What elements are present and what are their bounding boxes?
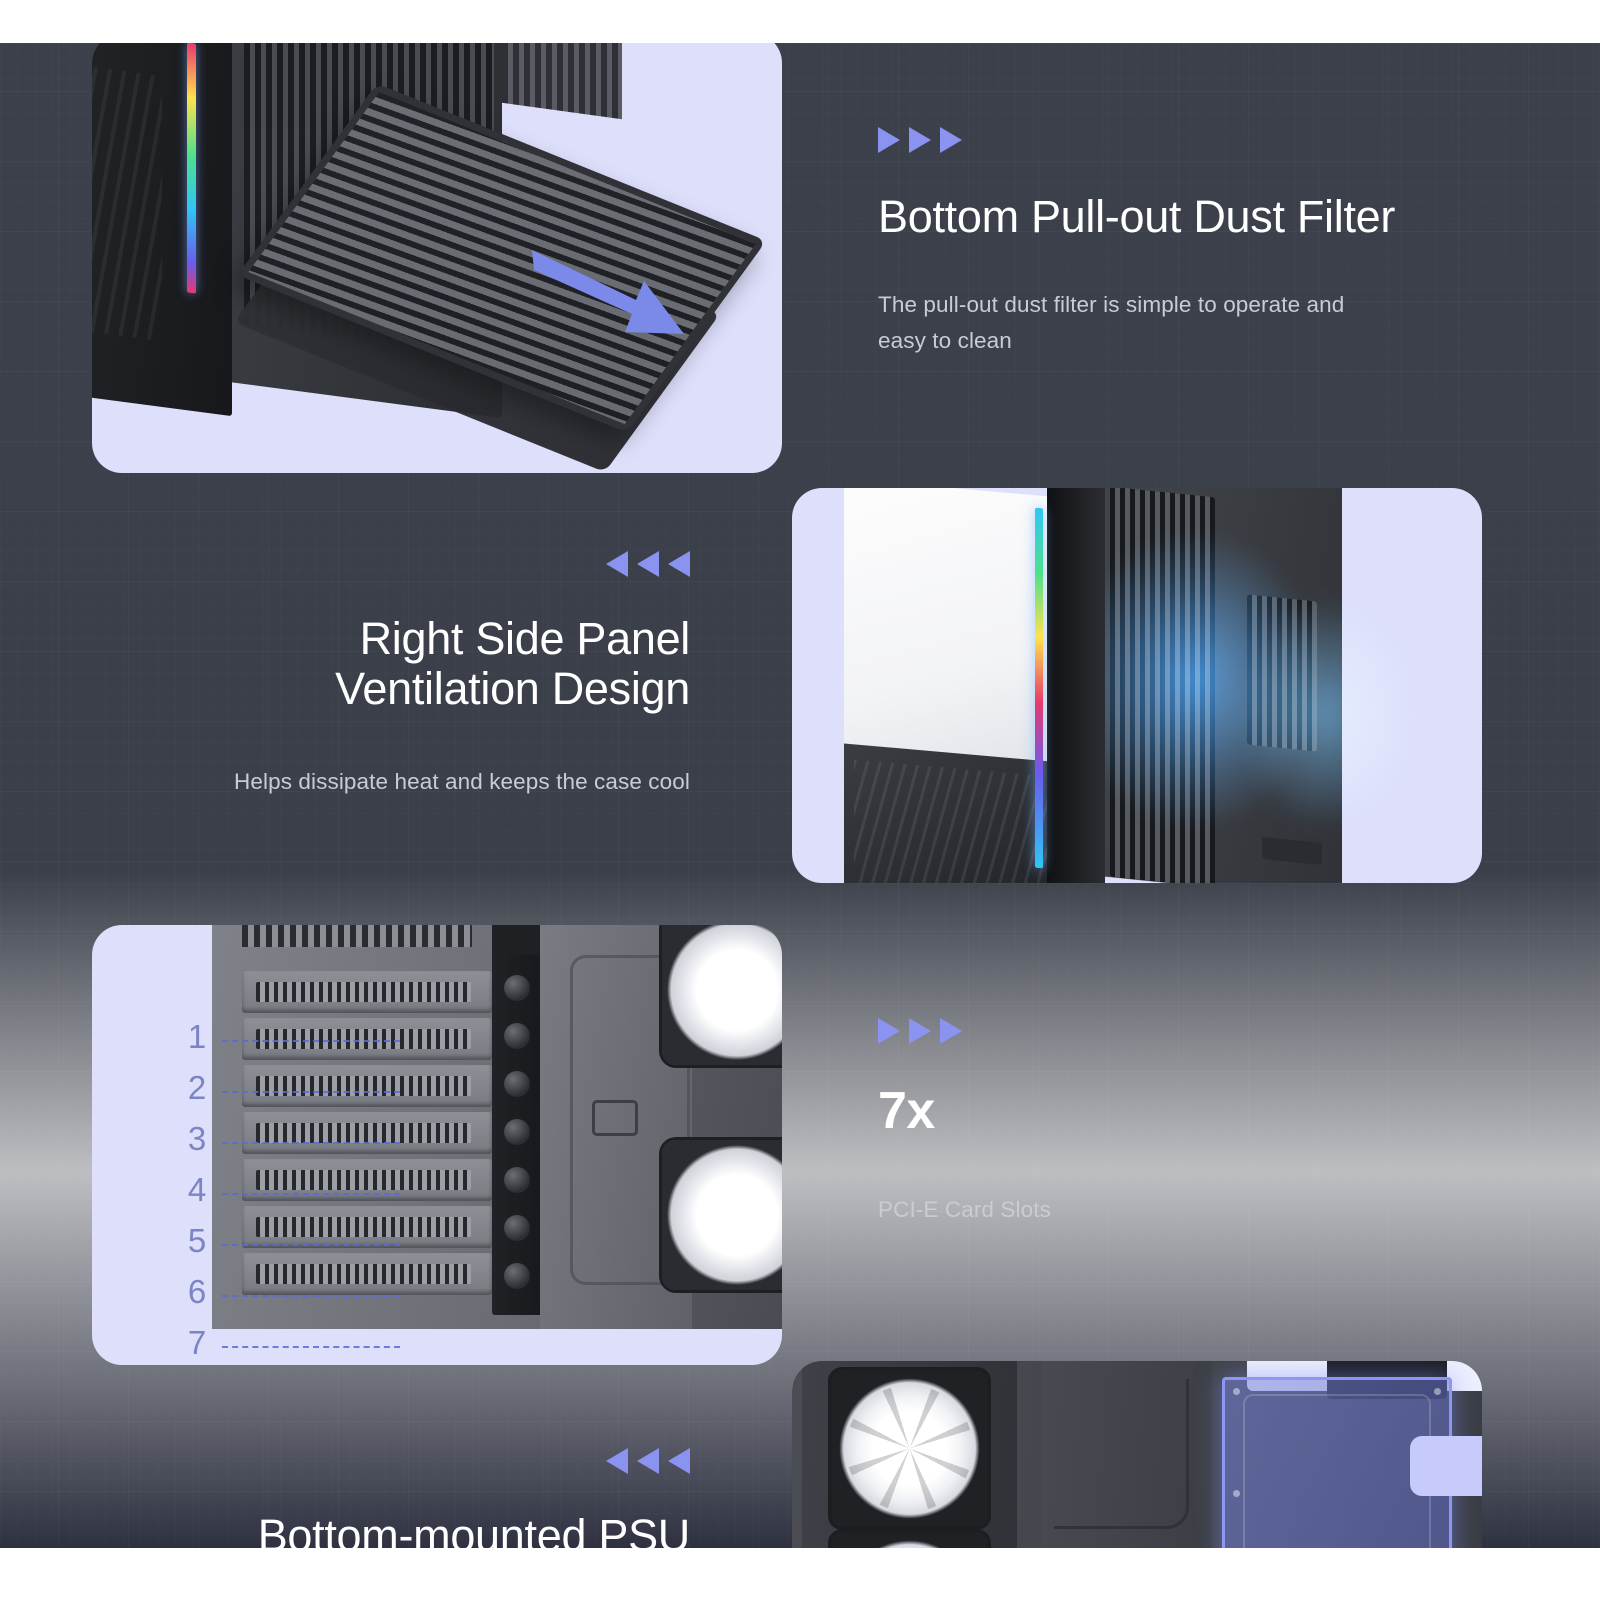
top-white-margin bbox=[0, 0, 1600, 43]
pci-slot-cover bbox=[242, 1112, 492, 1154]
section-headline: Bottom Pull-out Dust Filter bbox=[878, 191, 1396, 242]
callout-leader-line bbox=[222, 1142, 400, 1144]
arrow-cluster-right bbox=[878, 127, 1478, 153]
image-card-pci-slots: MADE IN CHINA bbox=[92, 925, 782, 1365]
callout-number: 2 bbox=[187, 1069, 207, 1106]
pci-slot-cover bbox=[242, 971, 492, 1013]
callout-number: 4 bbox=[187, 1171, 207, 1208]
triangle-left-icon bbox=[637, 1448, 659, 1474]
arrow-cluster-left bbox=[178, 1448, 690, 1474]
text-block-bottom-psu: Bottom-mounted PSU bbox=[178, 1448, 690, 1548]
pci-slot-cover bbox=[242, 1018, 492, 1060]
text-block-pci-slots: 7x PCI-E Card Slots bbox=[878, 1018, 1438, 1228]
triangle-right-icon bbox=[940, 127, 962, 153]
triangle-left-icon bbox=[637, 551, 659, 577]
callout-leader-line bbox=[222, 1346, 400, 1348]
bottom-white-margin bbox=[0, 1548, 1600, 1600]
callout-leader-line bbox=[222, 1040, 400, 1042]
section-headline: 7x bbox=[878, 1082, 935, 1140]
callout-number: 1 bbox=[187, 1018, 207, 1055]
dust-filter-illustration bbox=[92, 43, 782, 473]
triangle-right-icon bbox=[878, 127, 900, 153]
slot-retention-bracket bbox=[492, 955, 542, 1315]
triangle-right-icon bbox=[909, 1018, 931, 1044]
section-body: PCI-E Card Slots bbox=[878, 1197, 1051, 1223]
image-card-side-ventilation bbox=[792, 488, 1482, 883]
bottom-psu-illustration bbox=[792, 1361, 1482, 1548]
image-card-dust-filter bbox=[92, 43, 782, 473]
airflow-glow bbox=[1222, 548, 1482, 878]
pci-slot-stack bbox=[242, 971, 492, 1301]
psu-mount-highlight bbox=[1222, 1377, 1482, 1548]
triangle-right-icon bbox=[940, 1018, 962, 1044]
callout-number: 6 bbox=[187, 1273, 207, 1310]
section-body: Helps dissipate heat and keeps the case … bbox=[234, 768, 690, 794]
text-block-side-ventilation: Right Side Panel Ventilation Design Help… bbox=[178, 551, 690, 800]
side-vent-illustration bbox=[792, 488, 1482, 883]
triangle-left-icon bbox=[668, 1448, 690, 1474]
pci-slot-cover bbox=[242, 1253, 492, 1295]
section-headline: Right Side Panel Ventilation Design bbox=[335, 613, 690, 715]
section-headline: Bottom-mounted PSU bbox=[257, 1510, 691, 1548]
case-fan bbox=[662, 925, 782, 1065]
callout-leader-line bbox=[222, 1295, 400, 1297]
callout-number: 7 bbox=[187, 1324, 207, 1361]
text-block-dust-filter: Bottom Pull-out Dust Filter The pull-out… bbox=[878, 127, 1478, 359]
callout-leader-line bbox=[222, 1244, 400, 1246]
callout-leader-line bbox=[222, 1193, 400, 1195]
case-fan bbox=[832, 1371, 987, 1526]
case-fan bbox=[662, 1140, 782, 1290]
callout-leader-line bbox=[222, 1091, 400, 1093]
arrow-cluster-right bbox=[878, 1018, 1438, 1044]
callout-number: 3 bbox=[187, 1120, 207, 1157]
triangle-left-icon bbox=[668, 551, 690, 577]
pci-slot-cover bbox=[242, 1206, 492, 1248]
triangle-left-icon bbox=[606, 1448, 628, 1474]
triangle-right-icon bbox=[878, 1018, 900, 1044]
rgb-light-strip bbox=[187, 43, 196, 294]
image-card-bottom-psu bbox=[792, 1361, 1482, 1548]
pci-slots-illustration: MADE IN CHINA bbox=[92, 925, 782, 1365]
dark-textured-panel: Bottom Pull-out Dust Filter The pull-out… bbox=[0, 43, 1600, 1548]
case-fan bbox=[832, 1533, 987, 1548]
arrow-cluster-left bbox=[178, 551, 690, 577]
pci-slot-cover bbox=[242, 1065, 492, 1107]
pull-direction-arrow bbox=[532, 250, 684, 334]
rgb-light-strip bbox=[1035, 507, 1043, 869]
triangle-right-icon bbox=[909, 127, 931, 153]
section-body: The pull-out dust filter is simple to op… bbox=[878, 292, 1345, 354]
triangle-left-icon bbox=[606, 551, 628, 577]
callout-number: 5 bbox=[187, 1222, 207, 1259]
